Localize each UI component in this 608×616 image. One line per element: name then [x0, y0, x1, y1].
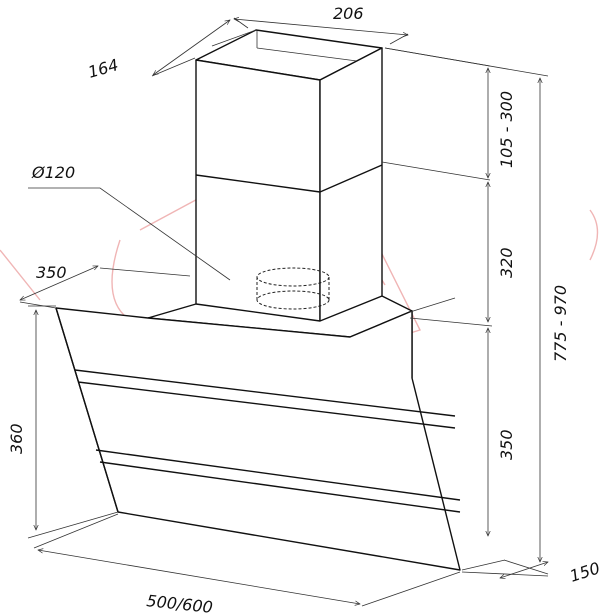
label-height-panel: 360 — [7, 423, 26, 454]
label-height-upper: 105 - 300 — [497, 91, 516, 168]
label-height-chimney: 320 — [497, 247, 516, 278]
hood-body — [55, 295, 461, 571]
dimension-lines — [20, 18, 548, 607]
label-width-bottom: 500/600 — [146, 591, 214, 616]
label-height-body: 350 — [497, 429, 516, 460]
label-width-top: 206 — [333, 4, 364, 23]
label-duct-diameter: Ø120 — [31, 163, 75, 182]
dimension-labels: 206 164 Ø120 350 360 500/600 150 105 - 3… — [7, 4, 602, 616]
label-depth-bottom: 150 — [567, 558, 602, 586]
label-depth-top: 164 — [86, 55, 121, 82]
label-depth-mid: 350 — [36, 263, 67, 282]
duct-outlet — [256, 267, 330, 310]
label-height-total: 775 - 970 — [551, 285, 570, 362]
chimney — [195, 29, 383, 336]
